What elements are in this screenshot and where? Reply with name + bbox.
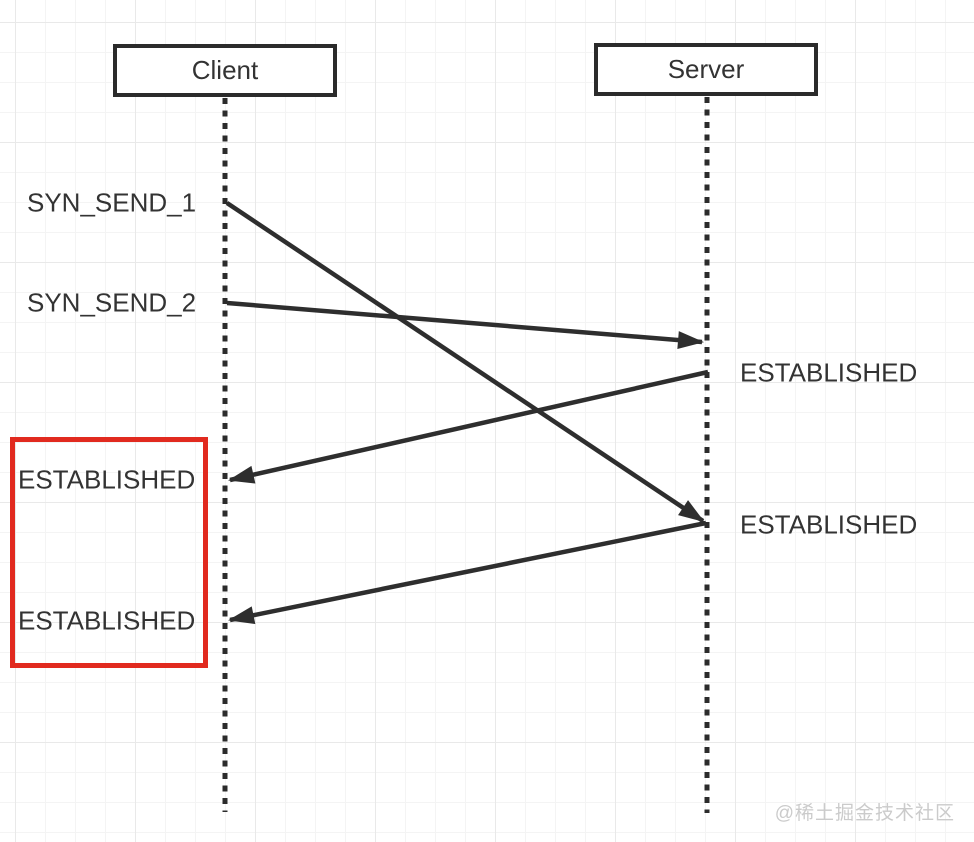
message-arrow-ack-2 bbox=[228, 520, 707, 625]
actor-box-server: Server bbox=[594, 43, 818, 96]
message-arrow-syn-1 bbox=[225, 201, 705, 523]
client-state-established-2: ESTABLISHED bbox=[18, 605, 196, 636]
established-highlight-box bbox=[10, 437, 208, 668]
actor-label-server: Server bbox=[667, 54, 745, 84]
actor-label-client: Client bbox=[191, 55, 259, 85]
client-state-syn-send-2: SYN_SEND_2 bbox=[27, 287, 197, 318]
client-state-syn-send-1: SYN_SEND_1 bbox=[27, 187, 197, 218]
client-state-established-1: ESTABLISHED bbox=[18, 464, 196, 495]
actor-box-client: Client bbox=[113, 44, 337, 97]
server-state-established-2: ESTABLISHED bbox=[740, 509, 918, 540]
message-arrow-syn-2 bbox=[226, 300, 704, 350]
watermark: @稀土掘金技术社区 bbox=[774, 803, 955, 824]
server-state-established-1: ESTABLISHED bbox=[740, 357, 918, 388]
message-arrow-ack-1 bbox=[228, 369, 709, 484]
